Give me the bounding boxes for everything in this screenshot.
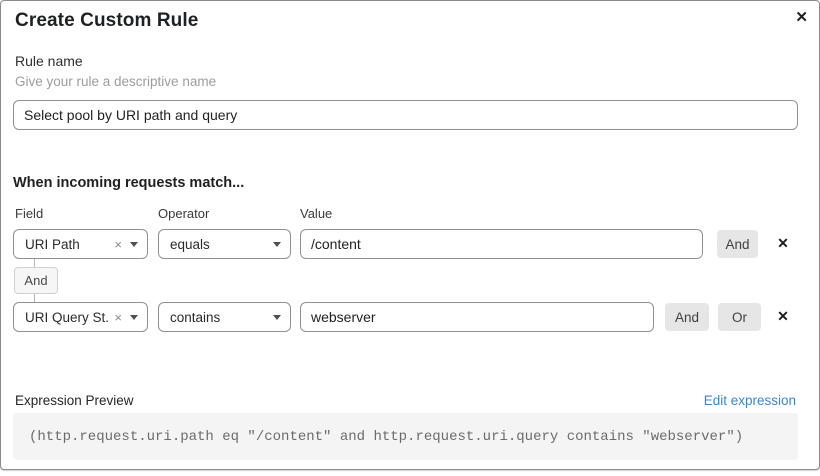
expression-preview-label: Expression Preview [15, 393, 134, 408]
value-input-row1[interactable] [300, 229, 703, 259]
expression-preview-box: (http.request.uri.path eq "/content" and… [13, 413, 798, 460]
field-select-row2-value: URI Query St... [25, 309, 111, 325]
operator-select-row1[interactable]: equals [158, 229, 291, 259]
remove-condition-icon-row2[interactable]: ✕ [777, 308, 789, 324]
and-connector-pill: And [14, 267, 58, 294]
value-input-row2[interactable] [300, 302, 654, 332]
field-select-row1-value: URI Path [25, 236, 80, 252]
remove-condition-icon-row1[interactable]: ✕ [777, 235, 789, 251]
match-section-heading: When incoming requests match... [13, 175, 245, 191]
field-select-row2[interactable]: URI Query St... × [13, 302, 148, 332]
clear-selection-icon[interactable]: × [114, 309, 122, 325]
close-icon[interactable]: ✕ [795, 9, 808, 26]
expression-preview-text: (http.request.uri.path eq "/content" and… [29, 428, 744, 445]
column-label-operator: Operator [158, 206, 210, 221]
dialog-title: Create Custom Rule [15, 10, 199, 31]
field-select-row1[interactable]: URI Path × [13, 229, 148, 259]
chevron-down-icon [273, 241, 281, 247]
operator-select-row2-value: contains [170, 309, 221, 325]
edit-expression-link[interactable]: Edit expression [703, 393, 796, 408]
column-label-field: Field [15, 206, 44, 221]
rule-name-helper: Give your rule a descriptive name [15, 74, 217, 89]
operator-select-row1-value: equals [170, 236, 210, 252]
operator-select-row2[interactable]: contains [158, 302, 291, 332]
condition-row-1: URI Path × equals And ✕ [1, 229, 820, 259]
add-and-condition-button-row1[interactable]: And [717, 230, 758, 258]
chevron-down-icon [130, 314, 138, 320]
column-label-value: Value [300, 206, 333, 221]
chevron-down-icon [273, 314, 281, 320]
connector-line-bottom [34, 294, 35, 302]
rule-name-input[interactable] [13, 100, 798, 130]
clear-selection-icon[interactable]: × [114, 236, 122, 252]
rule-name-label: Rule name [15, 53, 83, 69]
connector-line-top [34, 259, 35, 267]
chevron-down-icon [130, 241, 138, 247]
add-and-condition-button-row2[interactable]: And [665, 303, 709, 331]
add-or-condition-button-row2[interactable]: Or [718, 303, 761, 331]
condition-row-2: URI Query St... × contains And Or ✕ [1, 302, 820, 332]
